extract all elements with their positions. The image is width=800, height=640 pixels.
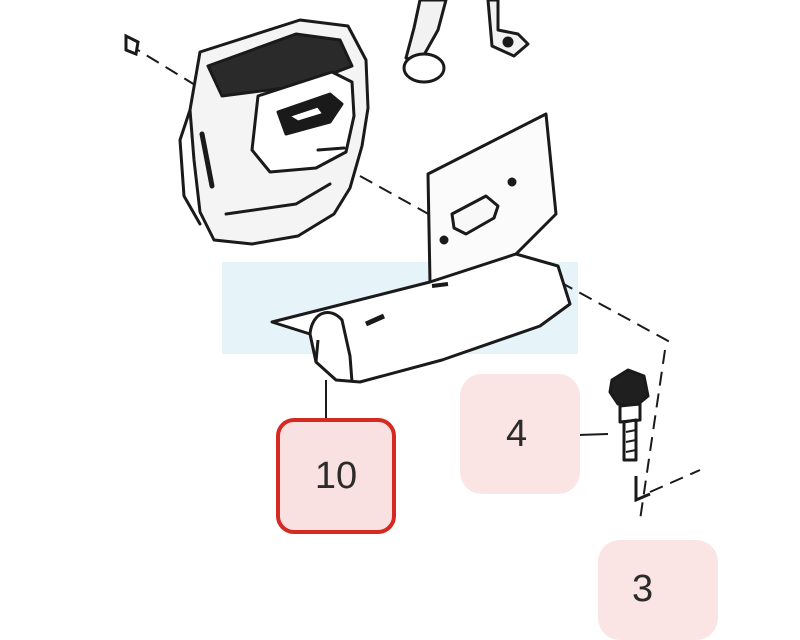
callout-label: 3 — [632, 568, 654, 610]
exhaust-pipe-part — [402, 0, 530, 84]
callout-label: 4 — [506, 412, 528, 455]
dashed-leader-lines — [127, 43, 701, 521]
callout-label: 10 — [314, 454, 358, 497]
callout-part-10-highlighted[interactable]: 10 — [276, 418, 396, 534]
bolt-part — [608, 368, 650, 462]
heat-shield-part — [270, 112, 572, 384]
callout-part-4[interactable]: 4 — [460, 374, 580, 494]
screw-icon — [124, 33, 140, 57]
callout-part-3[interactable]: 3 — [598, 540, 718, 640]
muffler-part — [178, 18, 370, 246]
exploded-parts-diagram — [124, 0, 701, 588]
